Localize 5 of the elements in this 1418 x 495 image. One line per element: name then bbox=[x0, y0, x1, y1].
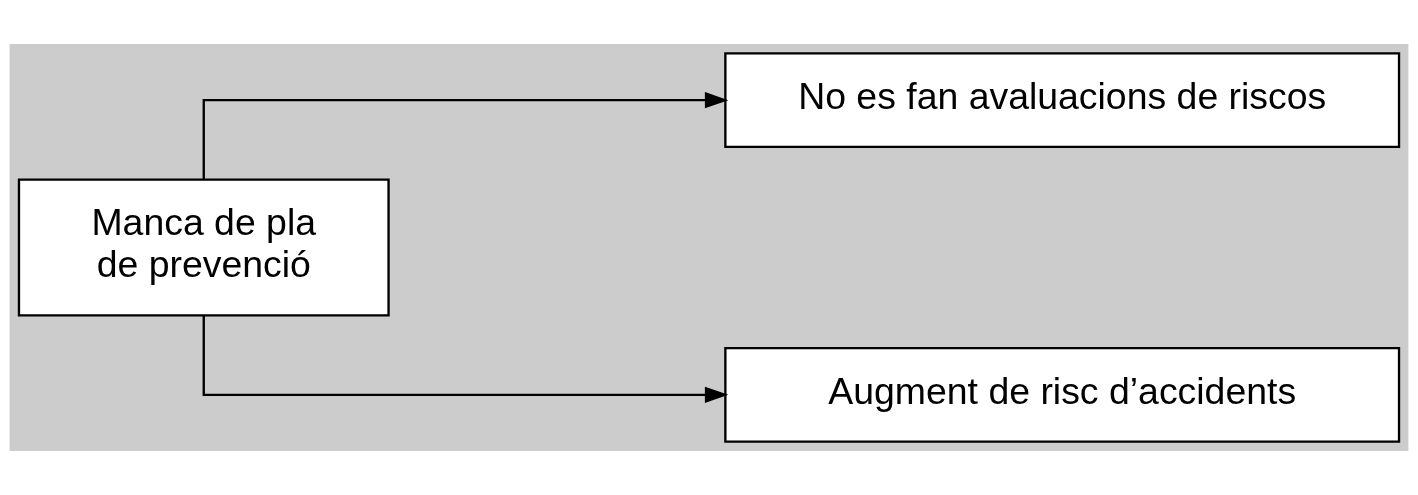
arrow bbox=[202, 91, 729, 179]
node-box: Augment de risc d’accidents bbox=[724, 346, 1401, 443]
node-box: No es fan avaluacions de riscos bbox=[724, 52, 1401, 149]
arrow bbox=[202, 316, 729, 404]
node-box: Manca de pla de prevenció bbox=[17, 178, 390, 317]
